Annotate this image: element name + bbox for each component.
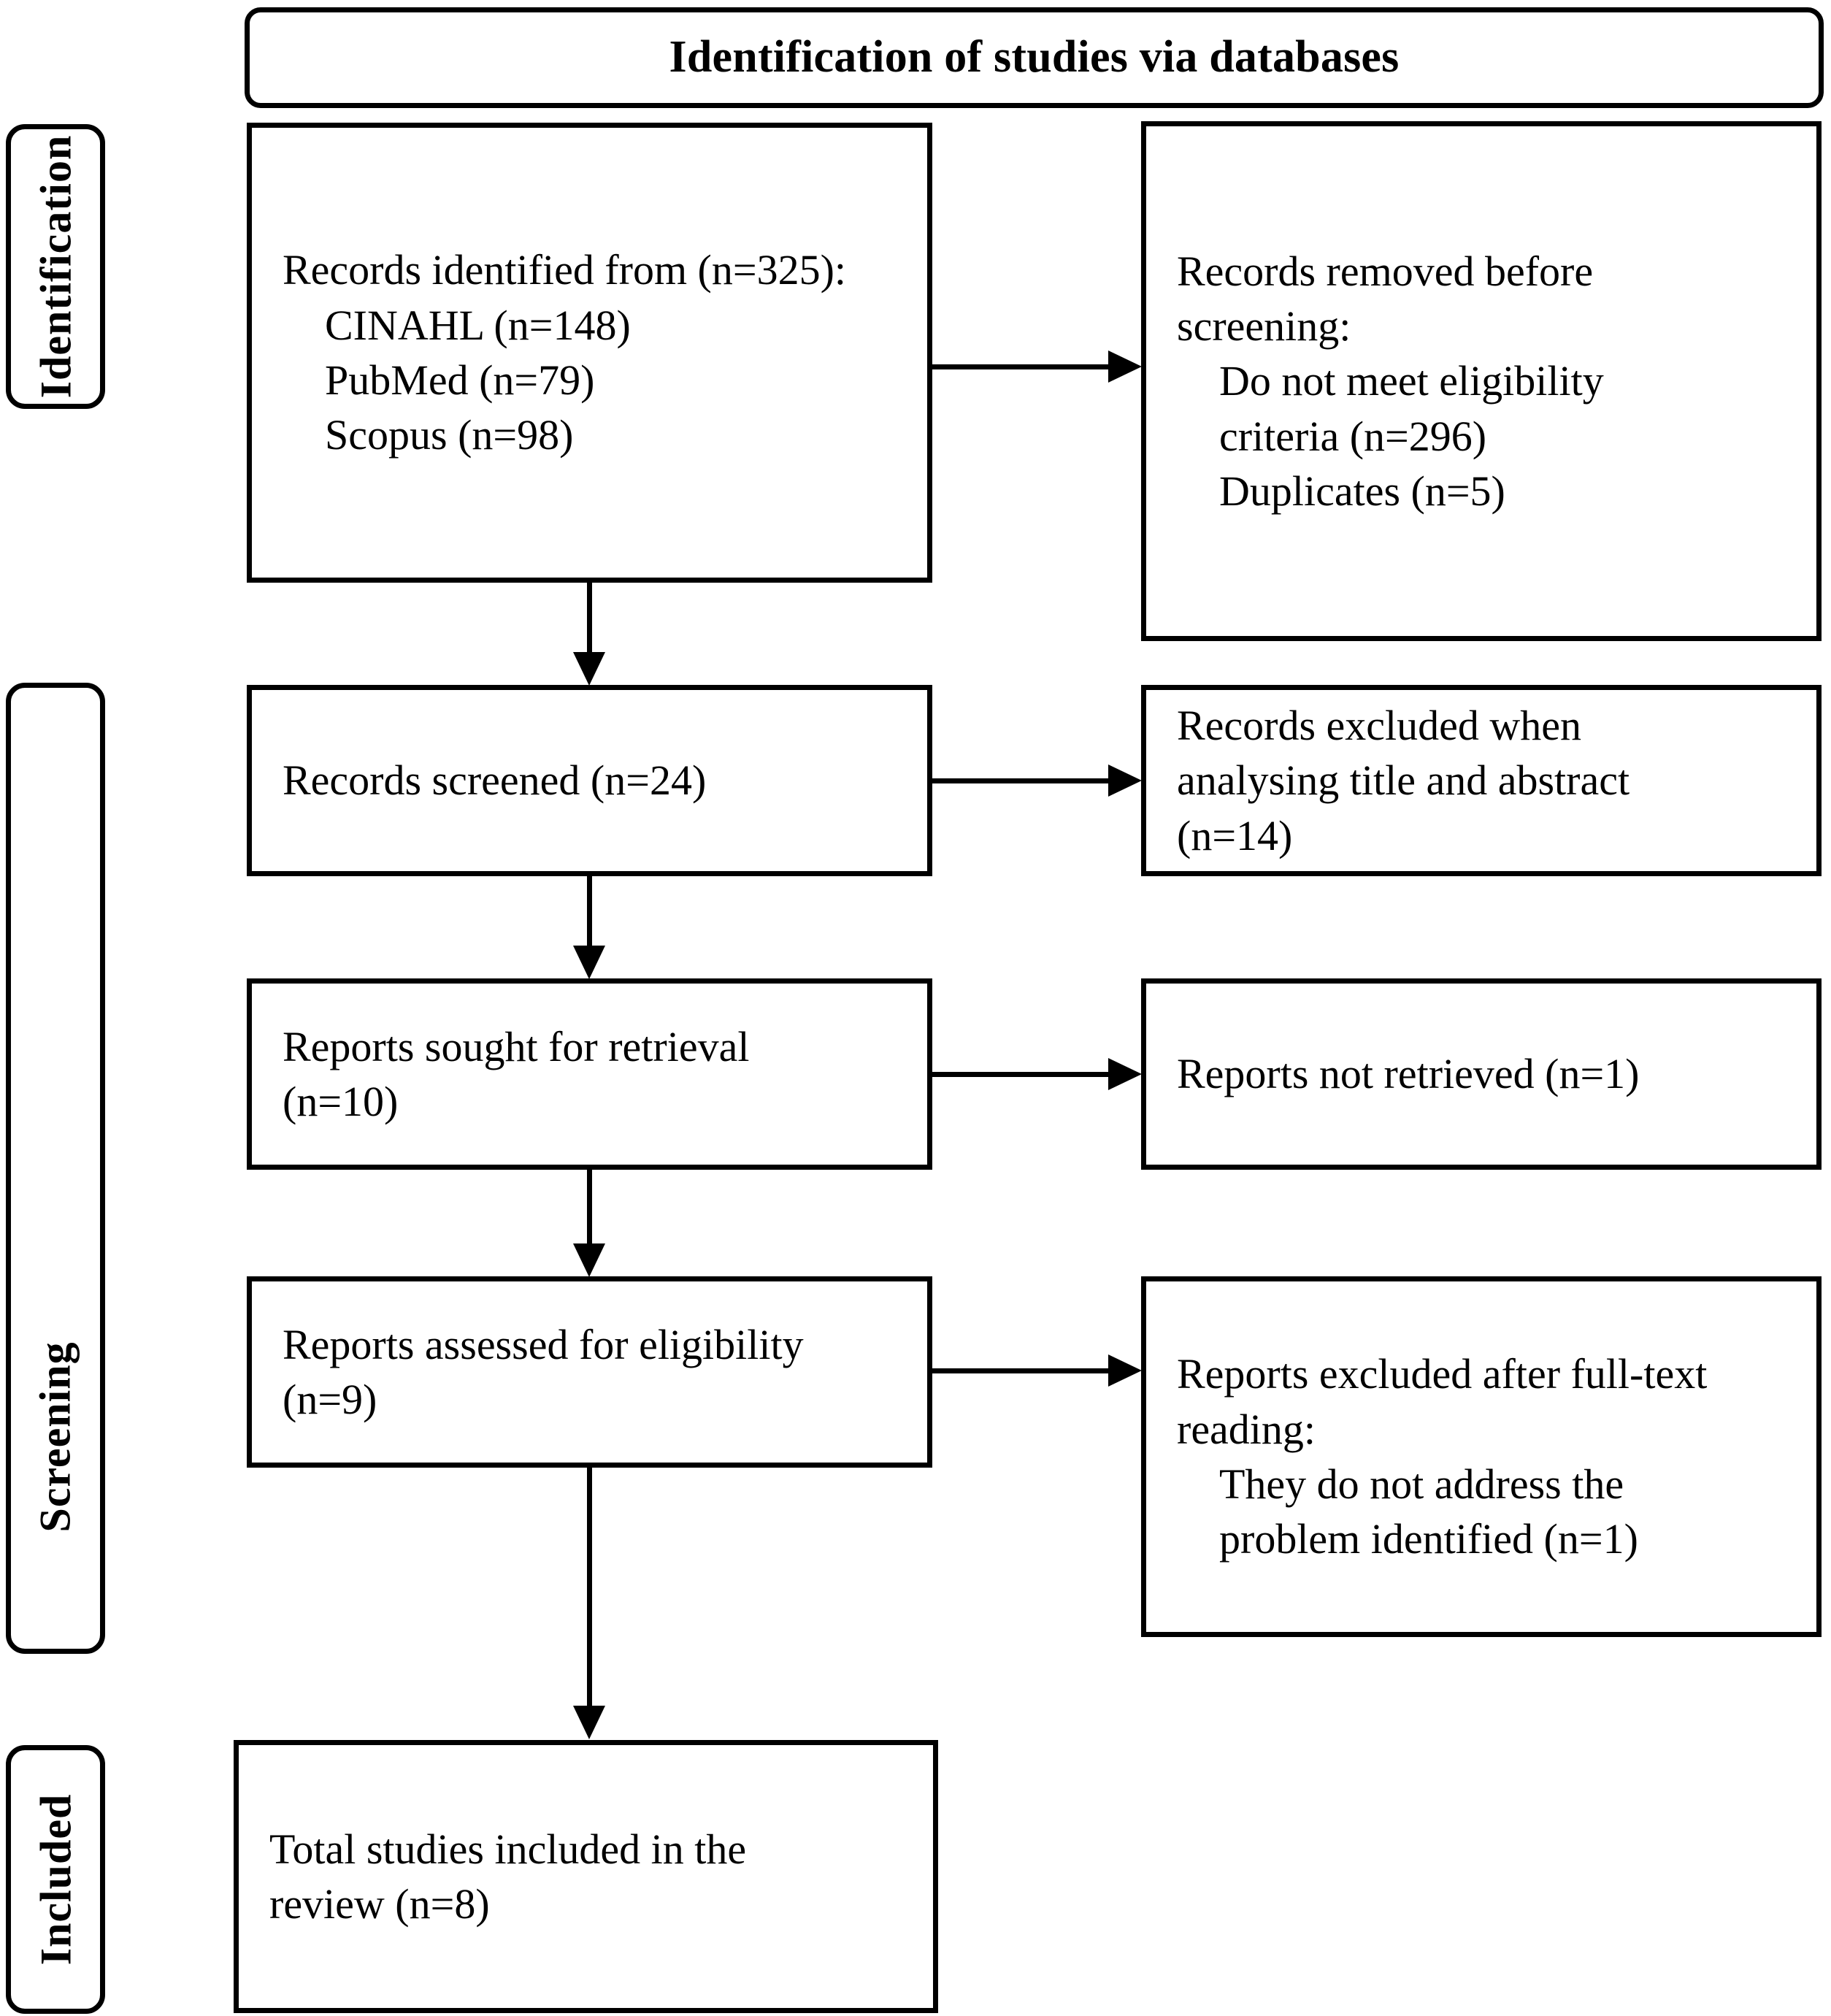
connector-sought-to-assessed-arrow-icon — [573, 1243, 605, 1277]
box-records-removed-text: Records removed before screening: Do not… — [1177, 247, 1604, 516]
box-records-identified: Records identified from (n=325): CINAHL … — [247, 123, 932, 583]
box-records-screened-text: Records screened (n=24) — [283, 756, 707, 805]
box-reports-sought: Reports sought for retrieval (n=10) — [247, 978, 932, 1170]
stage-label-screening-text: Screening — [31, 1341, 80, 1533]
connector-identified-to-screened-line — [587, 583, 592, 654]
box-reports-sought-text: Reports sought for retrieval (n=10) — [283, 1022, 750, 1125]
stage-label-identification-text: Identification — [31, 134, 80, 399]
diagram-title: Identification of studies via databases — [669, 32, 1400, 83]
stage-label-included-text: Included — [31, 1793, 80, 1966]
connector-sought-to-notretrieved-arrow-icon — [1108, 1058, 1142, 1090]
box-records-excluded-title-abstract: Records excluded when analysing title an… — [1141, 685, 1822, 876]
connector-screened-to-excluded-arrow-icon — [1108, 764, 1142, 797]
diagram-title-banner: Identification of studies via databases — [245, 7, 1824, 108]
connector-assessed-to-excludedfulltext-line — [932, 1368, 1112, 1373]
connector-screened-to-sought-arrow-icon — [573, 946, 605, 979]
box-records-excluded-title-abstract-text: Records excluded when analysing title an… — [1177, 701, 1630, 859]
connector-sought-to-notretrieved-line — [932, 1072, 1112, 1077]
connector-identified-to-removed-arrow-icon — [1108, 350, 1142, 383]
box-records-identified-text: Records identified from (n=325): CINAHL … — [283, 246, 847, 459]
stage-label-screening: Screening — [6, 683, 105, 1654]
box-records-removed: Records removed before screening: Do not… — [1141, 121, 1822, 641]
connector-identified-to-screened-arrow-icon — [573, 652, 605, 686]
box-reports-not-retrieved: Reports not retrieved (n=1) — [1141, 978, 1822, 1170]
connector-sought-to-assessed-line — [587, 1170, 592, 1246]
box-reports-excluded-fulltext: Reports excluded after full-text reading… — [1141, 1276, 1822, 1637]
stage-label-included: Included — [6, 1745, 105, 2014]
box-reports-not-retrieved-text: Reports not retrieved (n=1) — [1177, 1050, 1640, 1098]
box-reports-assessed-text: Reports assessed for eligibility (n=9) — [283, 1320, 804, 1423]
connector-assessed-to-excludedfulltext-arrow-icon — [1108, 1354, 1142, 1387]
box-reports-excluded-fulltext-text: Reports excluded after full-text reading… — [1177, 1350, 1708, 1563]
connector-screened-to-excluded-line — [932, 778, 1112, 783]
box-total-included-text: Total studies included in the review (n=… — [269, 1825, 747, 1928]
box-records-screened: Records screened (n=24) — [247, 685, 932, 876]
connector-assessed-to-total-line — [587, 1468, 592, 1709]
box-total-included: Total studies included in the review (n=… — [234, 1740, 938, 2013]
box-reports-assessed: Reports assessed for eligibility (n=9) — [247, 1276, 932, 1468]
connector-identified-to-removed-line — [932, 364, 1112, 369]
stage-label-identification: Identification — [6, 124, 105, 409]
connector-assessed-to-total-arrow-icon — [573, 1706, 605, 1739]
connector-screened-to-sought-line — [587, 876, 592, 948]
